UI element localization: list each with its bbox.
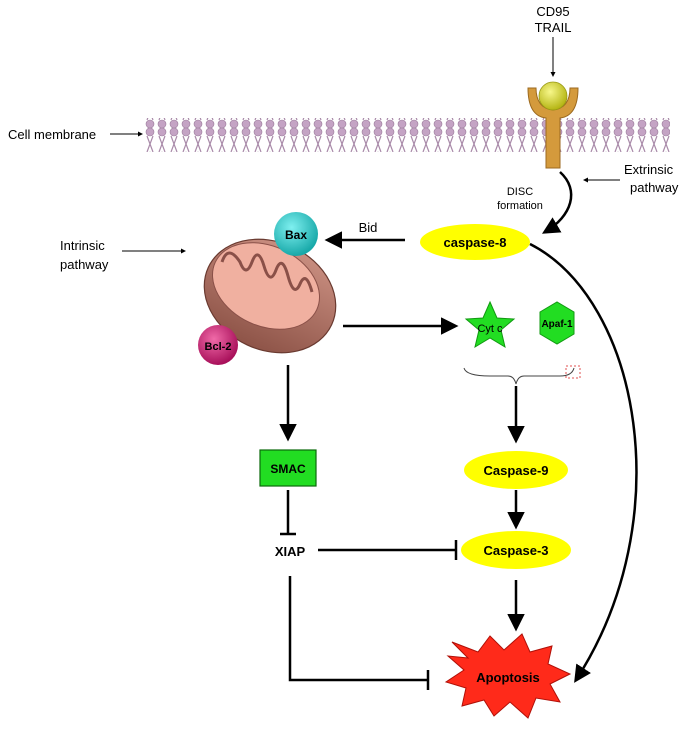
receptor-label-trail: TRAIL (535, 20, 572, 35)
cell-membrane-label: Cell membrane (8, 127, 96, 142)
caspase-8-label: caspase-8 (444, 235, 507, 250)
cyt-c-node (464, 300, 516, 349)
cyt-c-label: Cyt c (477, 323, 503, 335)
xiap-inhibits-apoptosis (288, 576, 428, 682)
caspase-9-label: Caspase-9 (483, 463, 548, 478)
caspase-9-node (464, 451, 568, 489)
xiap-label: XIAP (275, 544, 306, 559)
mitochondrion (203, 238, 337, 354)
apoptosis-label: Apoptosis (476, 670, 540, 685)
apoptosis-node (444, 633, 572, 719)
brace-dashed-box (565, 365, 581, 379)
receptor-label-cd95: CD95 (536, 4, 569, 19)
smac-node (259, 449, 317, 487)
extrinsic-label-line1: Extrinsic (624, 162, 674, 177)
apaf-1-node (539, 301, 575, 345)
disc-formation-arrow (541, 171, 573, 234)
disc-label-line1: DISC (507, 186, 533, 198)
intrinsic-label-line2: pathway (60, 257, 109, 272)
extrinsic-label-line2: pathway (630, 180, 679, 195)
caspase-3-node (461, 531, 571, 569)
caspase-3-label: Caspase-3 (483, 543, 548, 558)
apaf-1-label: Apaf-1 (541, 319, 573, 330)
disc-label-line2: formation (497, 200, 543, 212)
ligand-ball (538, 81, 568, 111)
bid-label: Bid (359, 220, 378, 235)
apoptosome-brace (463, 367, 575, 385)
bax-node (274, 212, 318, 256)
bcl-2-node (198, 325, 238, 365)
bax-label: Bax (285, 228, 307, 242)
bcl-2-label: Bcl-2 (205, 341, 232, 353)
cell-membrane (145, 118, 670, 152)
caspase8-to-apoptosis-arrow (529, 242, 638, 683)
intrinsic-label-line1: Intrinsic (60, 238, 105, 253)
smac-label: SMAC (270, 462, 306, 476)
caspase-8-node (420, 224, 530, 260)
death-receptor (527, 81, 579, 169)
